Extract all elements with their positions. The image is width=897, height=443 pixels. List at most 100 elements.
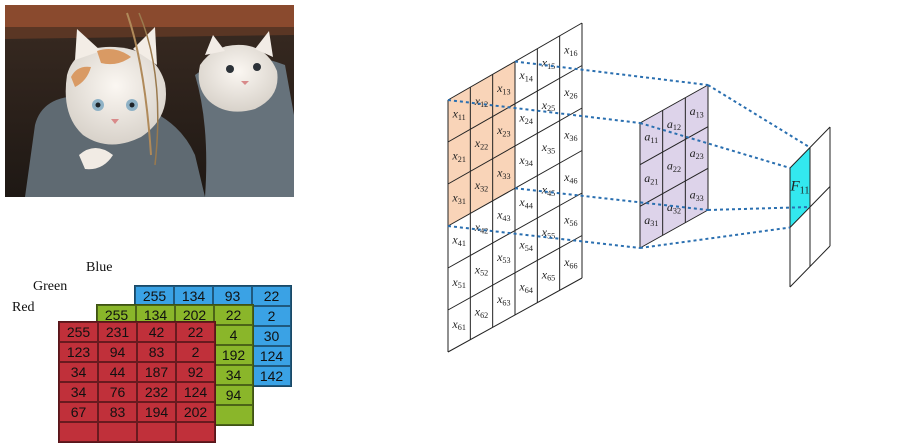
kitten-photo-illustration [5,5,294,197]
kernel-grid-line [639,126,709,166]
input-cell-label: x32 [474,178,488,193]
input-cell-label: x35 [541,140,555,155]
input-cell-label: x51 [451,275,465,290]
channel-label-red: Red [12,300,35,315]
kernel-grid-line [639,84,709,124]
input-cell-label: x25 [541,98,555,113]
kernel-cell-label: a33 [690,187,704,202]
matrix-cell: 93 [213,286,252,306]
input-cell-label: x66 [563,255,577,270]
matrix-cell: 124 [252,346,291,366]
kernel-cell-label: a12 [667,117,681,132]
input-cell-label: x54 [518,237,532,252]
matrix-cell: 83 [98,402,137,422]
kernel-cell-label: a22 [667,158,681,173]
feature-grid-line [789,126,831,169]
matrix-cell: 34 [214,365,253,385]
matrix-cell: 123 [59,342,98,362]
input-cell-label: x45 [541,182,555,197]
input-cell-label: x22 [474,136,488,151]
feature-grid-line [789,245,831,288]
input-cell-label: x63 [496,292,510,307]
kernel-cell-label: a11 [644,129,658,144]
input-cell-label: x46 [563,170,577,185]
connector-line [514,187,709,211]
input-cell-label: x43 [496,207,510,222]
channel-label-green: Green [33,279,68,294]
input-cell-label: x55 [541,225,555,240]
matrix-cell: 94 [214,385,253,405]
input-cell-label: x53 [496,250,510,265]
matrix-cell: 194 [137,402,176,422]
input-cell-label: x52 [474,262,488,277]
input-cell-label: x31 [451,190,465,205]
kernel-cell-label: a21 [644,171,658,186]
matrix-cell: 2 [176,342,215,362]
matrix-cell: 94 [98,342,137,362]
input-cell-label: x24 [518,110,532,125]
connector-line [447,99,641,124]
input-cell-label: x65 [541,267,555,282]
kitten-photo [5,5,294,197]
input-cell-label: x61 [451,317,465,332]
input-cell-label: x33 [496,165,510,180]
input-cell-label: x11 [452,106,466,121]
matrix-cell: 255 [59,322,98,342]
connector-line [707,206,811,211]
input-grid-line [447,107,583,185]
input-cell-label: x15 [541,55,555,70]
matrix-cell: 134 [174,286,213,306]
matrix-cell [98,422,137,442]
kernel-cell-label: a23 [690,146,704,161]
matrix-cell: 22 [214,305,253,325]
matrix-cell: 232 [137,382,176,402]
connector-line [447,225,641,249]
matrix-cell: 192 [214,345,253,365]
matrix-cell: 124 [176,382,215,402]
matrix-cell: 44 [98,362,137,382]
matrix-cell [59,422,98,442]
kernel-cell-label: a13 [690,104,704,119]
matrix-cell [176,422,215,442]
input-cell-label: x62 [474,304,488,319]
input-cell-label: x56 [563,212,577,227]
input-grid-line [447,235,583,311]
matrix-cell: 30 [252,326,291,346]
receptive-field-connectors [447,60,811,249]
input-cell-label: x64 [518,279,532,294]
receptive-field-highlight [448,61,515,226]
matrix-cell: 42 [137,322,176,342]
input-cell-label: x21 [451,148,465,163]
input-cell-label: x26 [563,85,577,100]
input-cell-label: x13 [496,81,510,96]
input-cell-label: x34 [518,153,532,168]
connector-line [707,84,811,149]
kernel-fill [640,85,708,248]
input-grid-line [447,65,583,143]
kernel-grid-line [639,167,709,207]
kernel-cell-label: a31 [644,213,658,228]
matrix-cell: 83 [137,342,176,362]
matrix-cell: 34 [59,382,98,402]
matrix-cell: 255 [135,286,174,306]
matrix-cell: 22 [252,286,291,306]
input-grid-line [447,277,583,353]
connector-line [639,226,791,249]
matrix-cell: 34 [59,362,98,382]
input-grid-line [447,192,583,269]
matrix-cell: 202 [176,402,215,422]
matrix-cell: 142 [252,366,291,386]
matrix-cell: 92 [176,362,215,382]
matrix-cell: 76 [98,382,137,402]
matrix-cell: 4 [214,325,253,345]
matrix-cell: 67 [59,402,98,422]
connector-line [639,122,791,169]
input-cell-label: x14 [518,68,532,83]
input-cell-label: x36 [563,127,577,142]
matrix-cell: 231 [98,322,137,342]
input-grid: x11x12x13x14x15x16x21x22x23x24x25x26x31x… [447,22,583,353]
input-cell-label: x42 [474,220,488,235]
